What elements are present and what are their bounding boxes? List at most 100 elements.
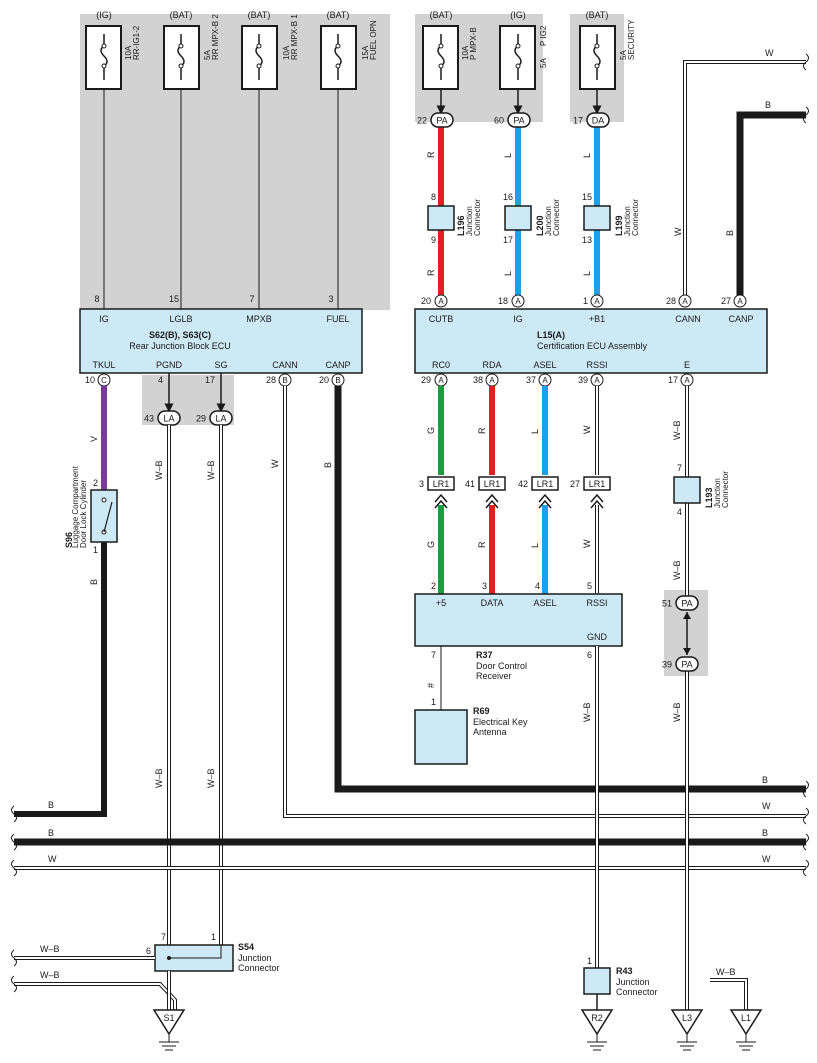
svg-text:Connector: Connector	[616, 987, 658, 997]
svg-text:B: B	[89, 579, 99, 585]
svg-text:3: 3	[328, 294, 333, 304]
svg-text:S54: S54	[238, 942, 254, 952]
svg-text:9: 9	[431, 235, 436, 245]
svg-text:CUTB: CUTB	[429, 314, 454, 324]
svg-text:L1: L1	[741, 1013, 751, 1023]
svg-text:41: 41	[465, 479, 475, 489]
svg-text:LR1: LR1	[484, 479, 501, 489]
svg-text:2: 2	[93, 478, 98, 488]
svg-text:RSSI: RSSI	[586, 598, 607, 608]
svg-text:A: A	[542, 376, 548, 385]
svg-text:PA: PA	[681, 660, 692, 670]
svg-text:A: A	[737, 297, 743, 306]
svg-text:16: 16	[503, 192, 513, 202]
ground-l3: L3	[670, 1009, 704, 1051]
svg-text:R: R	[477, 427, 487, 434]
pa-pair-connector: PA PA 51 39	[662, 595, 699, 672]
svg-text:15: 15	[169, 294, 179, 304]
svg-text:LGLB: LGLB	[169, 314, 192, 324]
svg-text:1: 1	[211, 932, 216, 942]
svg-text:L193: L193	[704, 487, 714, 508]
svg-text:B: B	[765, 100, 771, 110]
svg-text:51: 51	[662, 599, 672, 609]
svg-text:42: 42	[518, 479, 528, 489]
svg-text:R: R	[426, 151, 436, 158]
svg-text:L200: L200	[535, 215, 545, 236]
svg-text:A: A	[438, 297, 444, 306]
svg-text:4: 4	[158, 375, 163, 385]
svg-text:RDA: RDA	[482, 360, 501, 370]
svg-text:ASEL: ASEL	[533, 360, 556, 370]
luggage-door-lock-switch: 2 1 S96 Luggage Compartment Door Lock Cy…	[64, 465, 118, 555]
ground-s1: S1	[152, 1009, 186, 1051]
svg-text:W–B: W–B	[206, 768, 216, 788]
rear-jb-supply-wires	[103, 89, 339, 309]
svg-text:+B1: +B1	[589, 314, 605, 324]
junction-l199: 15 13 L199 Junction Connector	[582, 192, 640, 245]
pa-connector-60: PA 60	[494, 112, 531, 128]
svg-text:5A: 5A	[539, 58, 548, 68]
svg-text:CANP: CANP	[325, 360, 350, 370]
svg-text:LR1: LR1	[433, 479, 450, 489]
svg-text:W–B: W–B	[672, 560, 682, 580]
svg-text:43: 43	[144, 414, 154, 424]
svg-text:22: 22	[417, 116, 427, 126]
svg-text:LA: LA	[215, 414, 226, 424]
svg-text:B: B	[762, 775, 768, 785]
svg-text:A: A	[489, 376, 495, 385]
svg-text:B: B	[48, 800, 54, 810]
svg-text:37: 37	[526, 375, 536, 385]
svg-text:10A: 10A	[124, 45, 133, 60]
svg-text:(BAT): (BAT)	[430, 10, 453, 20]
svg-text:17: 17	[573, 116, 583, 126]
fuse-p-ig2: (IG) 5A P IG2	[499, 10, 548, 90]
svg-text:L15(A): L15(A)	[537, 330, 565, 340]
svg-text:LA: LA	[163, 414, 174, 424]
svg-text:SECURITY: SECURITY	[627, 19, 636, 60]
svg-text:G: G	[426, 541, 436, 548]
svg-text:5A: 5A	[203, 50, 212, 60]
svg-text:V: V	[89, 436, 99, 442]
da-connector-17: DA 17	[573, 112, 610, 128]
svg-text:R43: R43	[616, 966, 633, 976]
svg-text:3: 3	[482, 581, 487, 591]
svg-text:5A: 5A	[619, 50, 628, 60]
svg-text:IG: IG	[99, 314, 109, 324]
svg-text:1: 1	[93, 545, 98, 555]
svg-text:(IG): (IG)	[96, 10, 112, 20]
svg-text:Junction: Junction	[238, 953, 272, 963]
svg-text:Junction: Junction	[623, 206, 632, 236]
svg-text:B: B	[323, 462, 333, 468]
electrical-key-antenna: 1 R69 Electrical Key Antenna	[414, 697, 528, 765]
svg-text:8: 8	[94, 294, 99, 304]
svg-text:S96: S96	[64, 532, 74, 548]
svg-text:17: 17	[503, 235, 513, 245]
rear-jb-bottom-pins: C 10 4 17 B 28 B 20	[85, 373, 345, 387]
svg-text:W: W	[582, 539, 592, 548]
cert-ecu-bottom-pins: A A A A A 29 38 37 39 17	[421, 373, 694, 387]
svg-text:RR-IG1-2: RR-IG1-2	[132, 25, 141, 60]
svg-text:P IG2: P IG2	[539, 25, 548, 46]
junction-s54: 7 1 6 S54 Junction Connector	[146, 932, 280, 973]
svg-text:W–B: W–B	[154, 768, 164, 788]
svg-text:4: 4	[677, 507, 682, 517]
svg-text:FUEL: FUEL	[326, 314, 349, 324]
fuse-rr-mpx-b2: (BAT) 5A RR MPX-B 2	[163, 10, 220, 90]
svg-text:6: 6	[146, 946, 151, 956]
rear-junction-block-ecu: 8 15 7 3 IG LGLB MPXB FUEL S62(B), S63(C…	[79, 294, 363, 374]
svg-text:Rear Junction Block ECU: Rear Junction Block ECU	[129, 341, 231, 351]
svg-text:PA: PA	[513, 116, 524, 126]
svg-text:W: W	[582, 425, 592, 434]
svg-text:+5: +5	[436, 598, 446, 608]
svg-text:Antenna: Antenna	[473, 727, 507, 737]
svg-text:TKUL: TKUL	[92, 360, 115, 370]
svg-text:W–B: W–B	[206, 460, 216, 480]
svg-text:2: 2	[431, 581, 436, 591]
svg-text:17: 17	[668, 375, 678, 385]
svg-text:R: R	[477, 541, 487, 548]
svg-text:S62(B), S63(C): S62(B), S63(C)	[149, 330, 211, 340]
svg-text:W: W	[765, 48, 774, 58]
svg-text:Electrical Key: Electrical Key	[473, 717, 528, 727]
l1-branch-wire: W–B	[710, 967, 748, 1010]
